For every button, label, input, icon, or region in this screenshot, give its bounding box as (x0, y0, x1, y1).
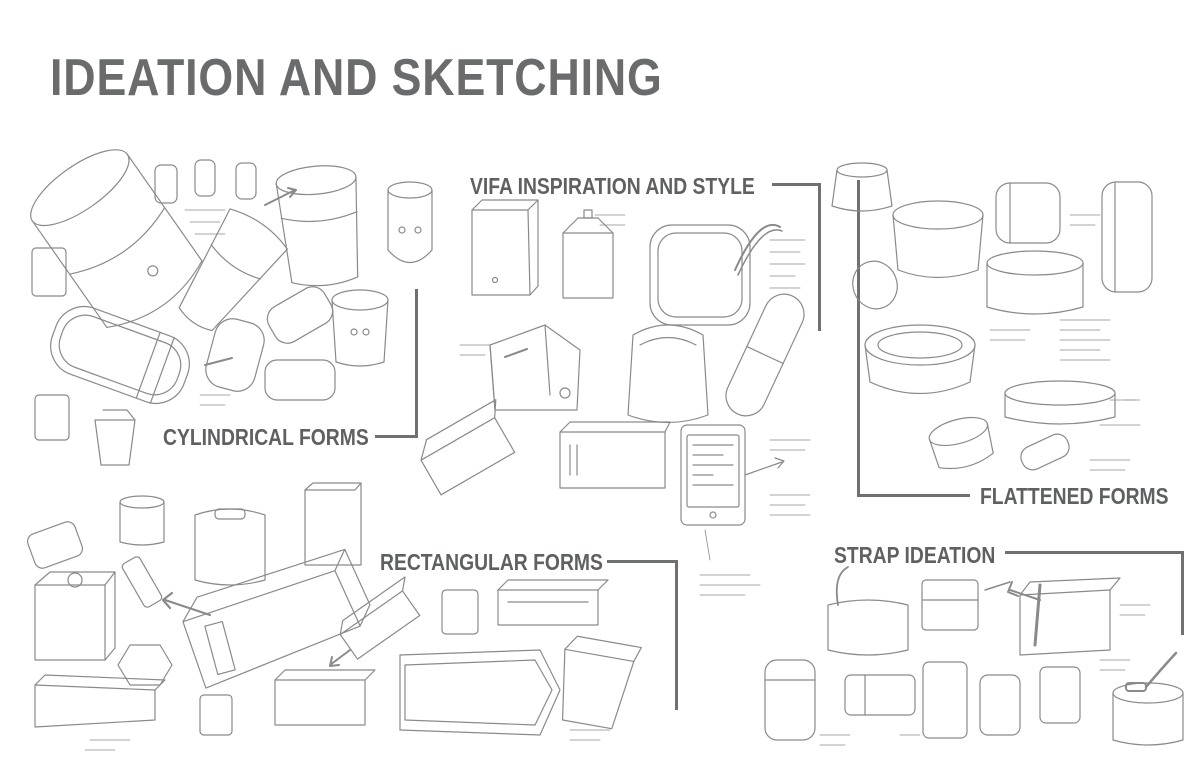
section-label-cylindrical: CYLINDRICAL FORMS (163, 424, 369, 450)
section-label-vifa: VIFA INSPIRATION AND STYLE (470, 173, 755, 199)
section-label-strap: STRAP IDEATION (834, 542, 996, 568)
page-title: IDEATION AND SKETCHING (50, 49, 663, 107)
sketch-group-strap (765, 567, 1183, 745)
section-label-flattened: FLATTENED FORMS (980, 483, 1169, 509)
sketch-group-flattened (832, 163, 1152, 474)
sketch-group-cylindrical (20, 136, 432, 465)
sketch-group-vifa (414, 200, 811, 595)
section-label-rectangular: RECTANGULAR FORMS (380, 549, 603, 575)
sketch-group-rectangular (25, 483, 641, 750)
